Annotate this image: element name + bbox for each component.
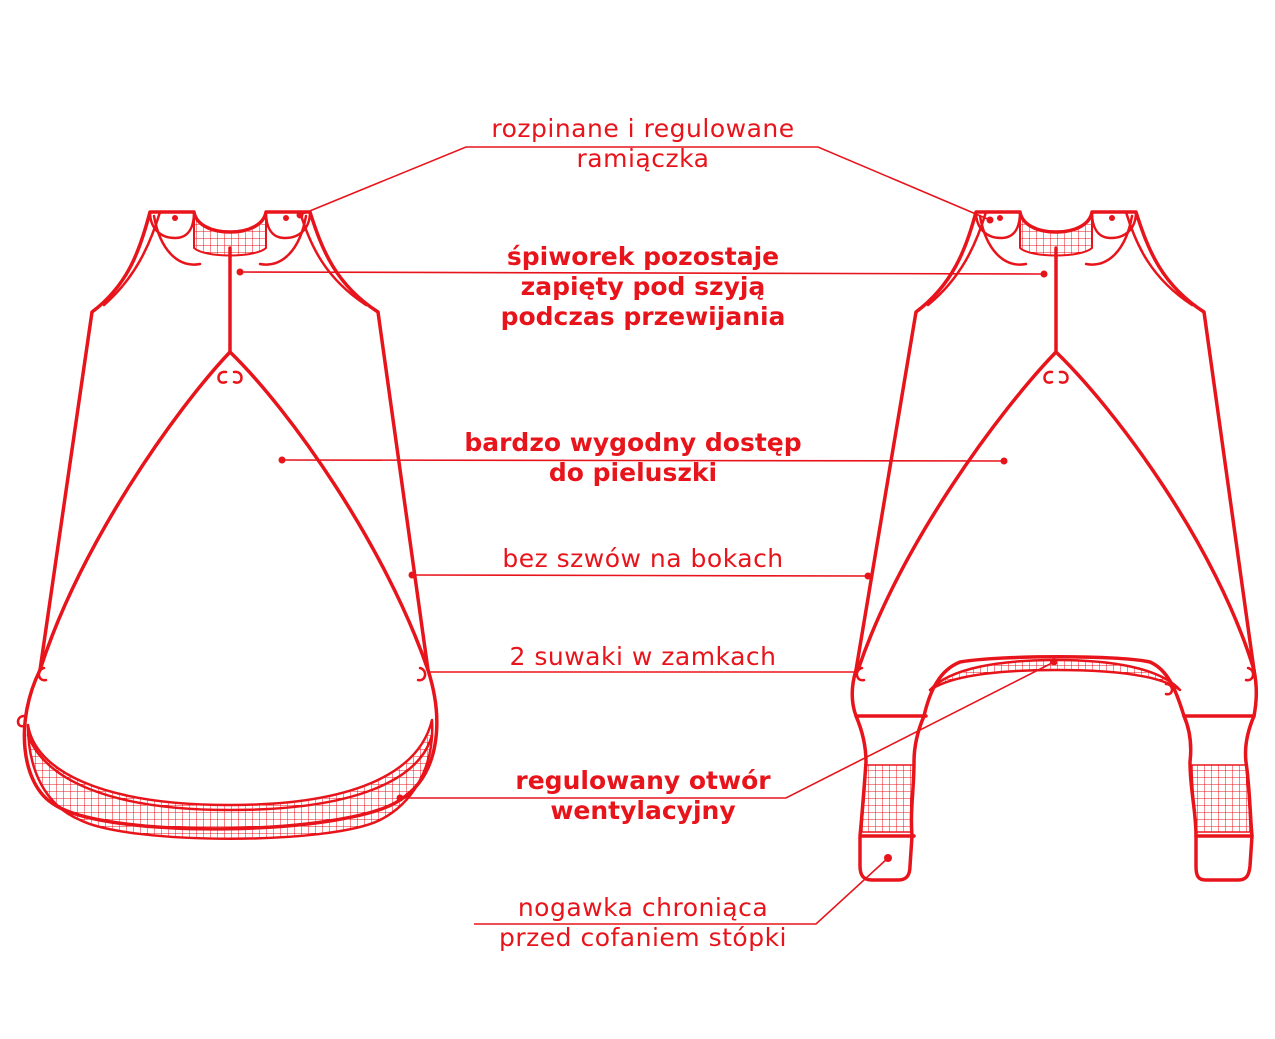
label-zips-line1: 2 suwaki w zamkach <box>509 642 777 671</box>
leader-neck <box>239 271 1045 275</box>
label-vent: regulowany otwór wentylacyjny <box>490 766 796 826</box>
label-neck-line1: śpiworek pozostaje <box>506 242 780 271</box>
label-neck: śpiworek pozostaje zapięty pod szyją pod… <box>480 242 806 332</box>
label-diaper-line1: bardzo wygodny dostęp <box>464 428 802 457</box>
label-seams-line1: bez szwów na bokach <box>502 544 784 573</box>
leg-mesh-right <box>1191 764 1251 833</box>
leader-diaper <box>281 459 1005 462</box>
label-vent-line1: regulowany otwór <box>515 766 771 795</box>
sleeping-bag-with-legs-outline <box>850 210 1259 882</box>
label-diaper-line2: do pieluszki <box>548 458 718 487</box>
label-leg-line1: nogawka chroniąca <box>517 893 769 922</box>
vent-mesh-band <box>26 718 434 840</box>
label-straps-line1: rozpinane i regulowane <box>491 114 795 143</box>
crotch-vent-mesh <box>928 658 1182 692</box>
label-neck-line2: zapięty pod szyją <box>520 272 766 301</box>
leader-leg <box>474 857 889 925</box>
label-vent-line2: wentylacyjny <box>550 796 736 825</box>
label-neck-line3: podczas przewijania <box>500 302 786 331</box>
leg-mesh-left <box>861 764 915 833</box>
leader-vent <box>400 661 1055 799</box>
leader-seams <box>411 574 869 577</box>
label-zips: 2 suwaki w zamkach <box>470 642 816 672</box>
leader-lines <box>236 146 1058 925</box>
label-leg: nogawka chroniąca przed cofaniem stópki <box>470 893 816 953</box>
label-leg-line2: przed cofaniem stópki <box>498 923 787 952</box>
leader-straps <box>299 146 991 221</box>
sleeping-bag-drawing <box>16 210 439 840</box>
sleeping-bag-with-legs-drawing <box>850 210 1259 882</box>
label-diaper: bardzo wygodny dostęp do pieluszki <box>446 428 820 488</box>
label-seams: bez szwów na bokach <box>470 544 816 574</box>
label-straps-line2: ramiączka <box>576 144 710 173</box>
label-straps: rozpinane i regulowane ramiączka <box>470 114 816 174</box>
